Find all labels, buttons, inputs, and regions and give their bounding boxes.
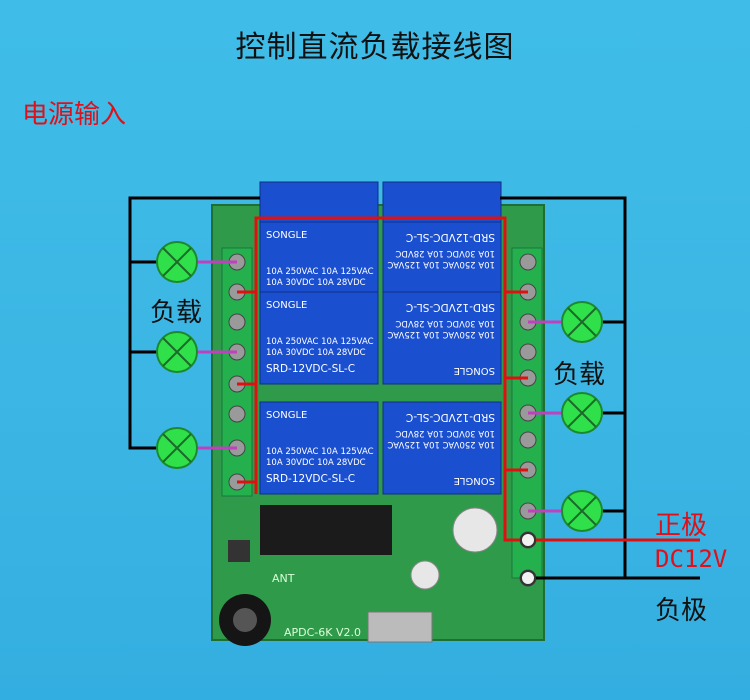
svg-text:10A 250VAC 10A 125VAC: 10A 250VAC 10A 125VAC — [387, 259, 495, 269]
model-silkscreen: APDC-6K V2.0 — [284, 626, 361, 639]
load-lamp-left-2 — [156, 331, 198, 373]
left-terminal-screw-3 — [228, 313, 246, 331]
relay-module-row-0 — [259, 181, 502, 223]
svg-text:10A 250VAC 10A 125VAC: 10A 250VAC 10A 125VAC — [266, 267, 374, 277]
load-lamp-right-1 — [561, 301, 603, 343]
svg-text:SRD-12VDC-SL-C: SRD-12VDC-SL-C — [266, 363, 355, 375]
load-wiring — [197, 260, 561, 513]
svg-text:10A 30VDC 10A 28VDC: 10A 30VDC 10A 28VDC — [395, 428, 495, 438]
svg-text:10A 30VDC 10A 28VDC: 10A 30VDC 10A 28VDC — [395, 318, 495, 328]
rf-module — [367, 611, 433, 643]
positive-wiring — [237, 216, 700, 542]
right-terminal-screw-1 — [519, 253, 537, 271]
right-terminal-screw-4 — [519, 343, 537, 361]
svg-text:SONGLE: SONGLE — [454, 365, 495, 376]
decoder-chip — [260, 505, 392, 555]
svg-text:10A 30VDC 10A 28VDC: 10A 30VDC 10A 28VDC — [395, 248, 495, 258]
svg-text:SONGLE: SONGLE — [266, 300, 307, 311]
negative-wiring — [128, 196, 700, 580]
svg-text:SONGLE: SONGLE — [266, 410, 307, 421]
load-lamp-left-3 — [156, 427, 198, 469]
load-lamp-right-2 — [561, 392, 603, 434]
svg-text:10A 250VAC 10A 125VAC: 10A 250VAC 10A 125VAC — [387, 439, 495, 449]
voltage-label: DC12V — [655, 545, 728, 573]
capacitor-small — [410, 560, 440, 590]
svg-text:SRD-12VDC-SL-C: SRD-12VDC-SL-C — [406, 411, 495, 423]
svg-text:SRD-12VDC-SL-C: SRD-12VDC-SL-C — [406, 231, 495, 243]
svg-text:SRD-12VDC-SL-C: SRD-12VDC-SL-C — [266, 473, 355, 485]
load-label-left: 负载 — [150, 298, 203, 328]
reset-button — [228, 540, 250, 562]
load-lamp-left-1 — [156, 241, 198, 283]
negative-label: 负极 — [655, 596, 708, 626]
svg-text:10A 30VDC 10A 28VDC: 10A 30VDC 10A 28VDC — [266, 458, 366, 468]
svg-text:10A 30VDC 10A 28VDC: 10A 30VDC 10A 28VDC — [266, 348, 366, 358]
load-label-right: 负载 — [553, 360, 606, 390]
load-lamp-right-3 — [561, 490, 603, 532]
svg-text:SONGLE: SONGLE — [266, 230, 307, 241]
diagram-title: 控制直流负载接线图 — [235, 30, 515, 65]
positive-terminal — [520, 532, 536, 548]
negative-terminal — [520, 570, 536, 586]
left-terminal-screw-6 — [228, 405, 246, 423]
svg-text:10A 250VAC 10A 125VAC: 10A 250VAC 10A 125VAC — [266, 337, 374, 347]
power-input-label: 电源输入 — [22, 100, 127, 130]
capacitor-large — [452, 507, 498, 553]
svg-text:SONGLE: SONGLE — [454, 475, 495, 486]
positive-label: 正极 — [655, 511, 708, 541]
svg-text:10A 250VAC 10A 125VAC: 10A 250VAC 10A 125VAC — [266, 447, 374, 457]
ant-silkscreen: ANT — [272, 572, 295, 585]
svg-text:SRD-12VDC-SL-C: SRD-12VDC-SL-C — [406, 301, 495, 313]
svg-text:10A 250VAC 10A 125VAC: 10A 250VAC 10A 125VAC — [387, 329, 495, 339]
right-terminal-screw-7 — [519, 431, 537, 449]
svg-text:10A 30VDC 10A 28VDC: 10A 30VDC 10A 28VDC — [266, 278, 366, 288]
